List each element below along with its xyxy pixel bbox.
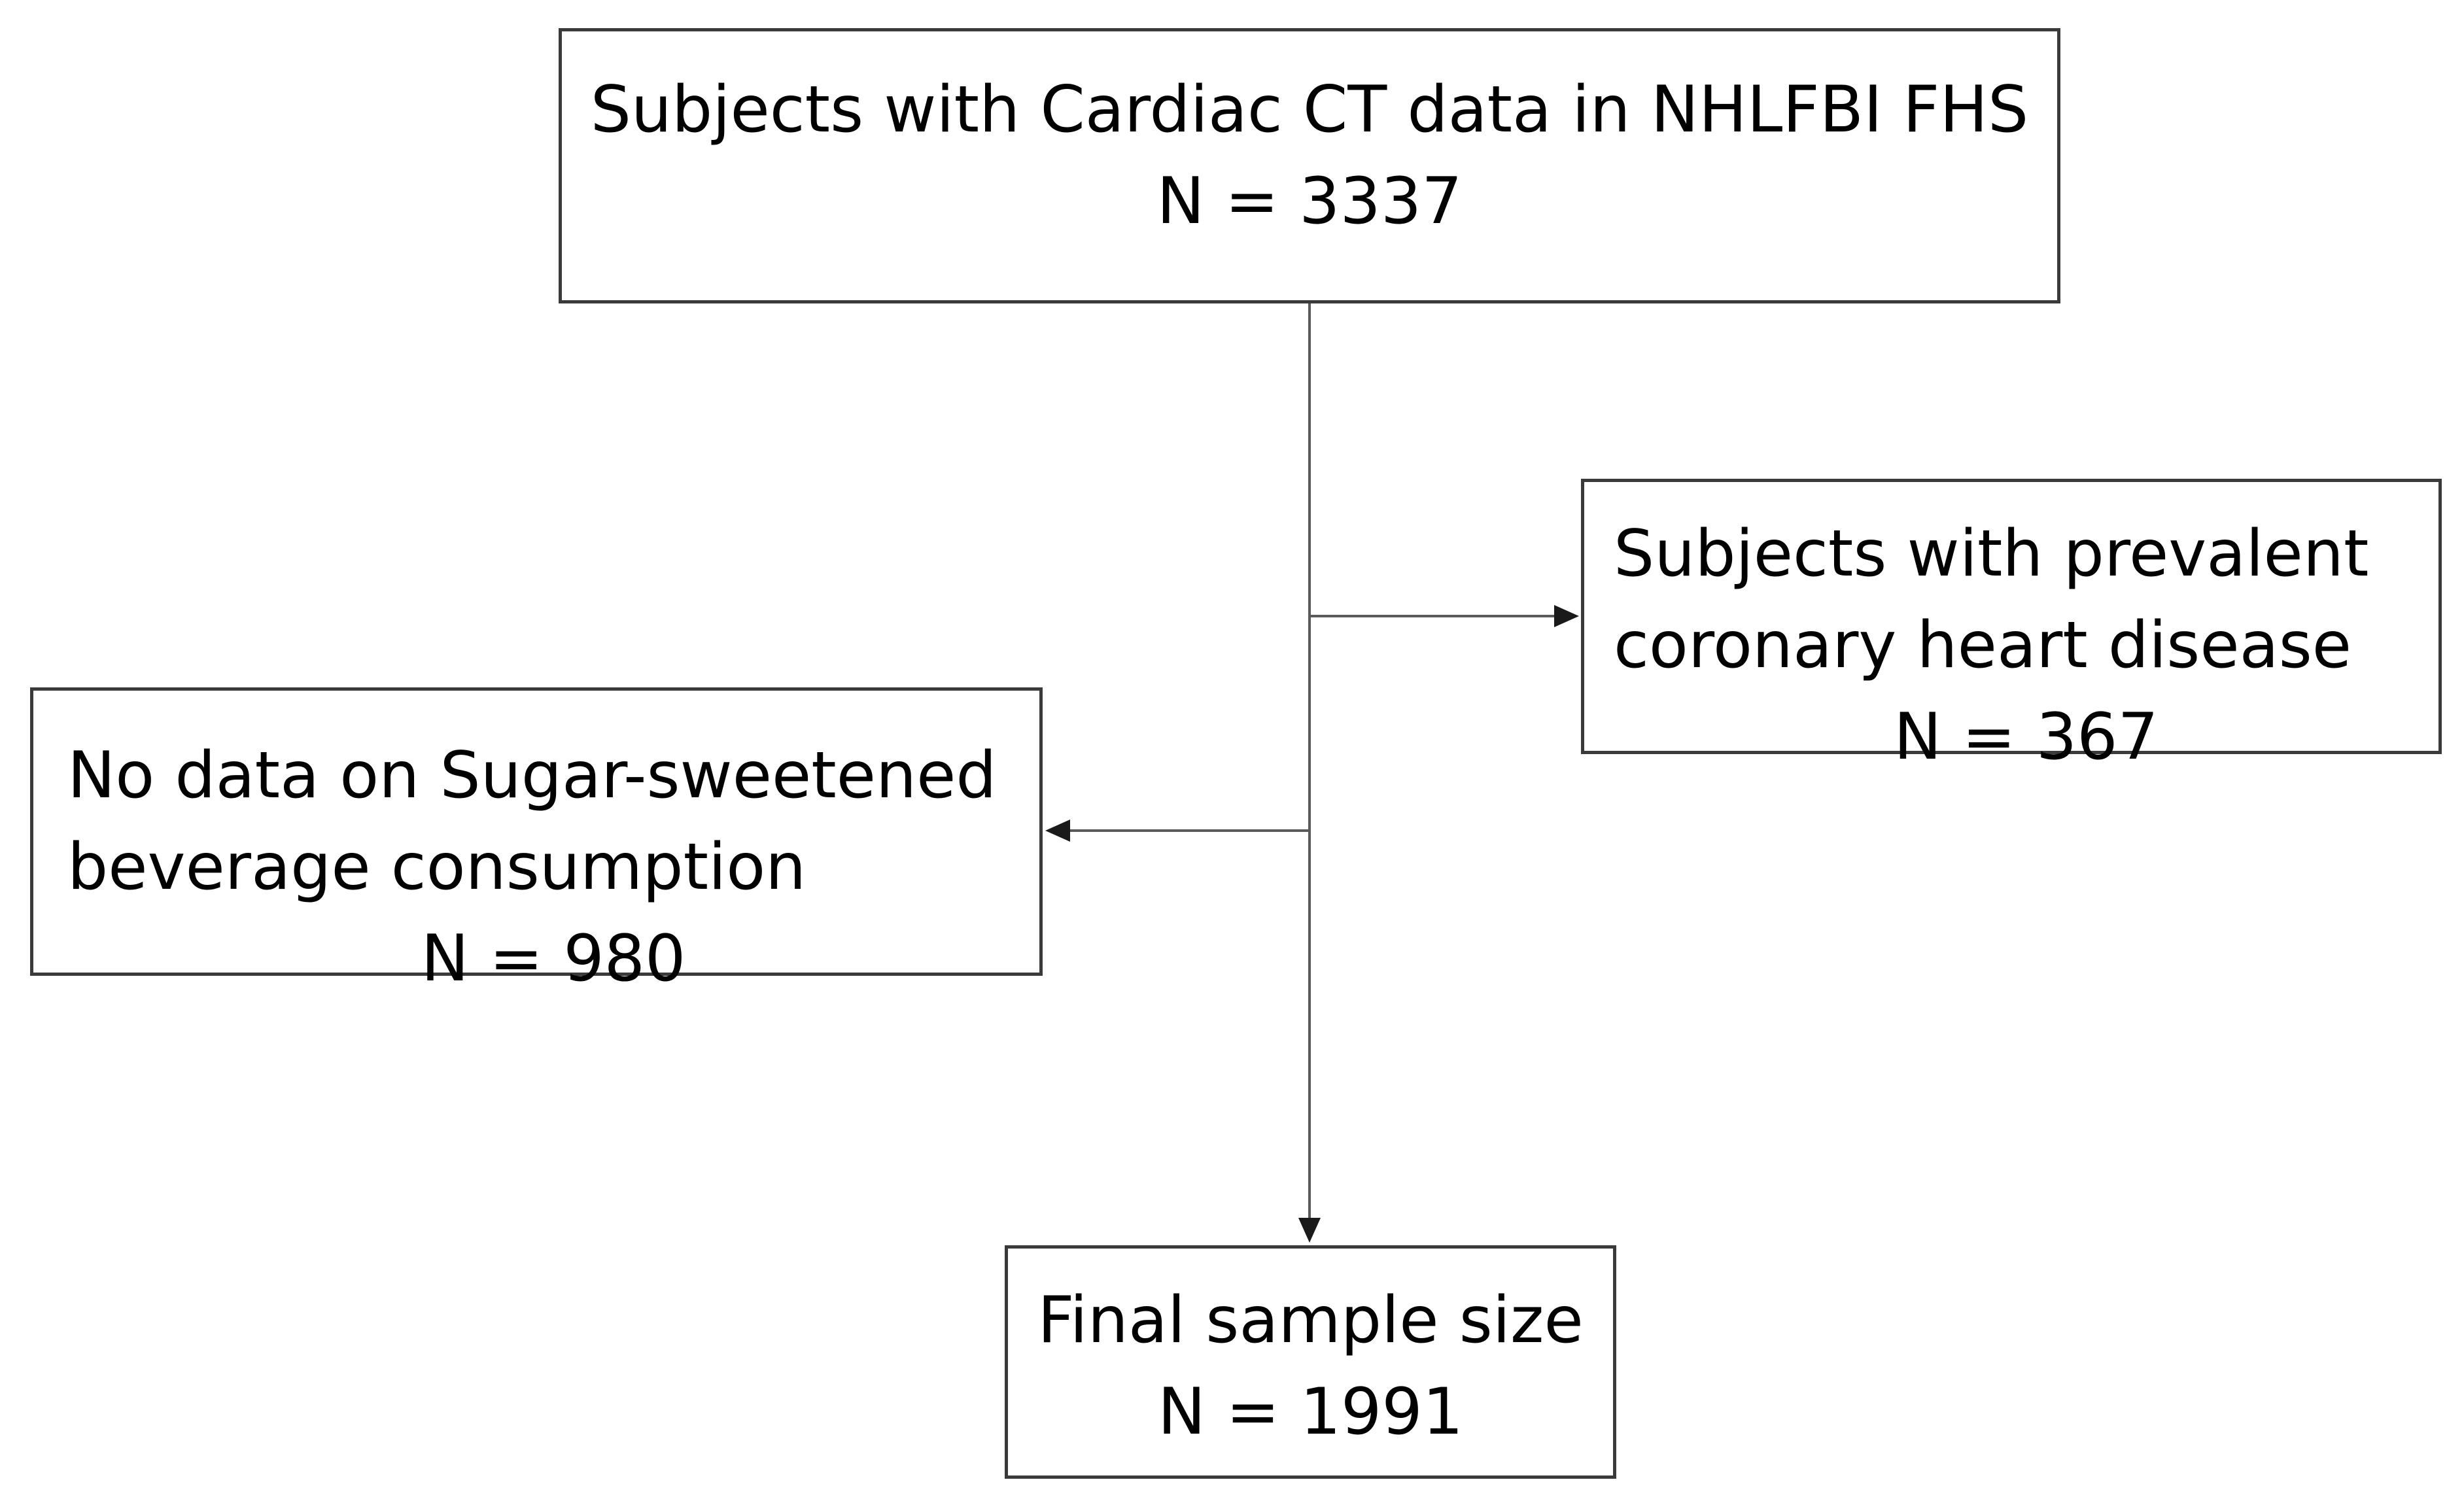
source-population-box: Subjects with Cardiac CT data in NHLFBI … [559,28,2060,303]
exclusion-chd-line1: Subjects with prevalent [1614,517,2369,591]
main-flow-arrowhead [1298,1218,1321,1243]
exclusion-ssb-box: No data on Sugar-sweetened beverage cons… [30,687,1043,996]
exclusion-chd-box: Subjects with prevalent coronary heart d… [1581,479,2442,774]
final-title: Final sample size [1037,1283,1584,1358]
exclusion-chd-line2: coronary heart disease [1614,608,2352,683]
branch-arrowhead-ssb [1045,820,1070,842]
source-title: Subjects with Cardiac CT data in NHLFBI … [590,73,2029,147]
exclusion-ssb-line1: No data on Sugar-sweetened [67,738,997,813]
final-sample-box: Final sample size N = 1991 [1005,1245,1616,1479]
exclusion-ssb-line2: beverage consumption [67,830,807,905]
final-count: N = 1991 [1157,1375,1464,1449]
exclusion-ssb-count: N = 980 [421,922,686,996]
source-count: N = 3337 [1156,164,1463,239]
branch-arrowhead-chd [1554,605,1579,627]
exclusion-chd-count: N = 367 [1894,700,2159,774]
